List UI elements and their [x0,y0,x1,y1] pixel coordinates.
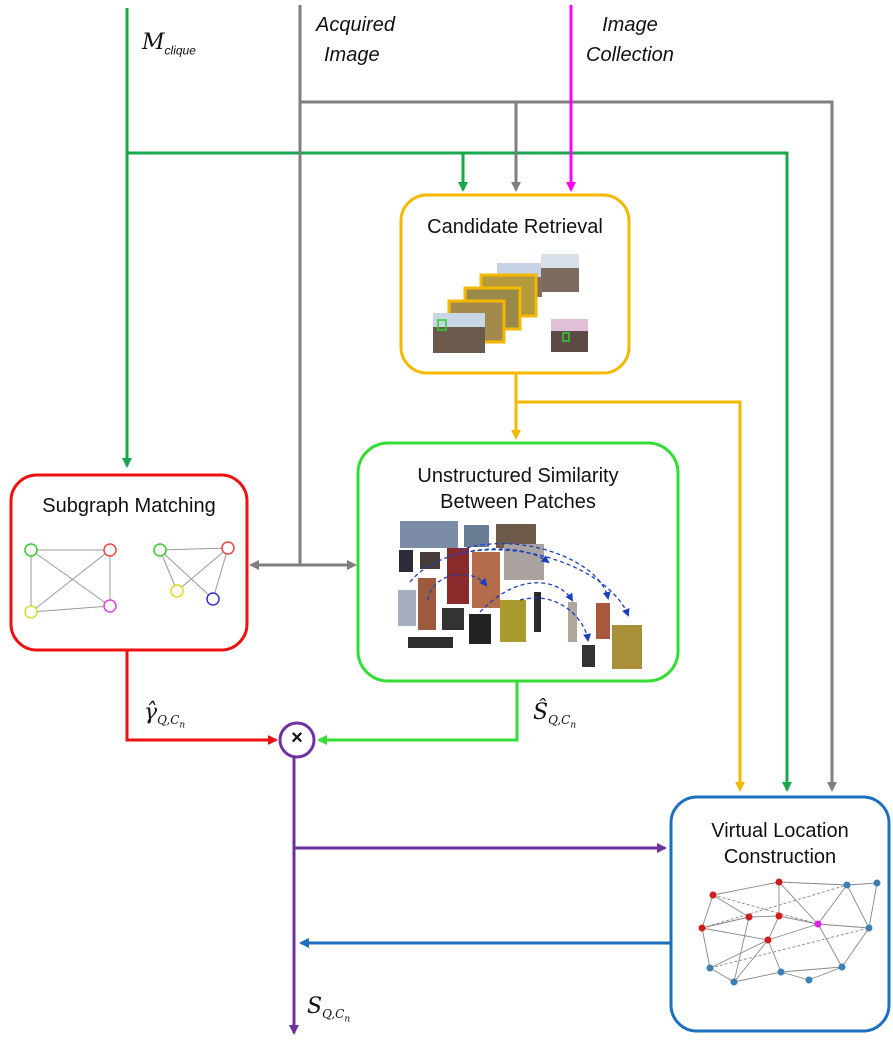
subgraph-matching-title: Subgraph Matching [42,495,216,517]
multiply-symbol: × [291,727,303,749]
unstructured-similarity-title: Unstructured Similarity Between Patches [417,465,619,513]
patch-thumbnails [398,521,642,669]
subgraph-matching-box [9,473,249,652]
virtual-location-title: Virtual Location Construction [711,820,849,868]
virtual-location-graph [698,878,881,986]
image-collection-label: Image Collection [586,14,674,66]
acquired-branch [300,100,837,792]
mclique-branch [127,151,792,792]
gamma-arrow [125,650,278,745]
acquired-image-label: Acquired Image [316,14,395,66]
subgraph-right-graph [153,541,235,606]
s-hat-label: ŜQ,Cn [533,700,577,731]
s-hat-arrow [317,681,519,745]
retrieval-thumbnails [433,254,588,353]
s-final-label: SQ,Cn [307,994,351,1025]
retrieval-to-virtual [516,400,745,792]
subgraph-left-graph [24,543,117,619]
multiply-node [278,721,316,759]
m-clique-label: Mclique [142,30,196,58]
gamma-hat-label: γ̂Q,Cn [144,700,186,731]
candidate-retrieval-title: Candidate Retrieval [427,216,603,238]
